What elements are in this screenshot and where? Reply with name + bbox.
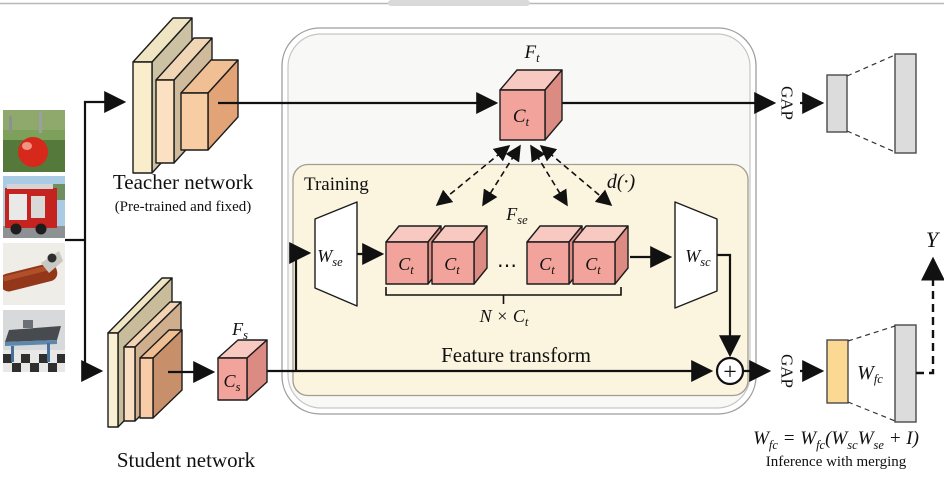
- distance-label: d(·): [607, 171, 636, 193]
- wse-label: Wse: [317, 246, 343, 269]
- window-drag-handle: [388, 0, 530, 6]
- input-image-table: [3, 310, 65, 372]
- to-teacher-arrow: [83, 91, 127, 371]
- fs-label: Fs: [231, 319, 248, 342]
- training-label: Training: [304, 174, 369, 195]
- output-label: Y: [926, 227, 941, 252]
- cs-label: Cs: [224, 371, 241, 394]
- output-arrow: [916, 256, 944, 375]
- n-times-ct-label: N × Ct: [479, 306, 529, 329]
- input-image-pen: [3, 243, 65, 305]
- teacher-network: [132, 17, 239, 174]
- merge-formula: Wfc = Wfc(WscWse + I): [753, 428, 919, 452]
- ct-label: Ct: [513, 106, 530, 129]
- gap-label-teacher: GAP: [778, 86, 797, 120]
- ct-copy-cube: Ct: [385, 225, 442, 285]
- ellipsis: ⋯: [497, 255, 517, 277]
- svg-text:Ct: Ct: [539, 254, 555, 277]
- wsc-to-add-arrow: [717, 253, 741, 358]
- teacher-title: Teacher network: [113, 170, 254, 194]
- teacher-gap-vector: [826, 74, 848, 133]
- svg-text:Ct: Ct: [444, 254, 460, 277]
- wse-branch-arrow: [289, 242, 312, 371]
- expanded-feature-cubes: Ct Ct ⋯ Ct Ct: [385, 225, 629, 285]
- plus-sign: +: [723, 360, 737, 386]
- wsc-label: Wsc: [685, 246, 711, 269]
- student-title: Student network: [117, 448, 256, 472]
- teacher-classifier: [826, 53, 917, 154]
- distance-arrow: [482, 144, 521, 207]
- window-top-edge: [0, 0, 944, 6]
- input-image-firetruck: [3, 176, 65, 238]
- teacher-feature-cube: Ct: [499, 69, 563, 141]
- input-image-ball: [3, 110, 65, 172]
- teacher-output-vector: [894, 53, 917, 154]
- ct-copy-cube: Ct: [526, 225, 583, 285]
- wsc-transform: Wsc: [674, 201, 718, 309]
- teacher-subtitle: (Pre-trained and fixed): [115, 199, 252, 215]
- ct-copy-cube: Ct: [572, 225, 629, 285]
- outer-panel-border: [281, 27, 757, 415]
- student-feature-cube: Cs: [217, 339, 268, 401]
- feature-transform-label: Feature transform: [441, 343, 591, 367]
- student-gap-vector: [826, 339, 849, 404]
- student-network: [107, 277, 183, 428]
- add-operator: +: [715, 356, 745, 386]
- svg-text:Ct: Ct: [585, 254, 601, 277]
- input-image-stack: [3, 110, 65, 372]
- svg-text:Ct: Ct: [398, 254, 414, 277]
- student-output-vector: [894, 324, 917, 423]
- gap-label-student: GAP: [778, 354, 797, 388]
- distance-arrow: [539, 144, 613, 207]
- merge-caption: Inference with merging: [766, 454, 907, 470]
- student-classifier: Wfc: [826, 324, 917, 423]
- ft-label: Ft: [523, 42, 540, 65]
- ct-copy-cube: Ct: [431, 225, 488, 285]
- wse-transform: Wse: [314, 201, 358, 307]
- fse-label: Fse: [505, 204, 528, 227]
- wfc-label: Wfc: [857, 362, 883, 386]
- input-branch-lines: [65, 91, 127, 382]
- distance-arrows: [435, 144, 613, 207]
